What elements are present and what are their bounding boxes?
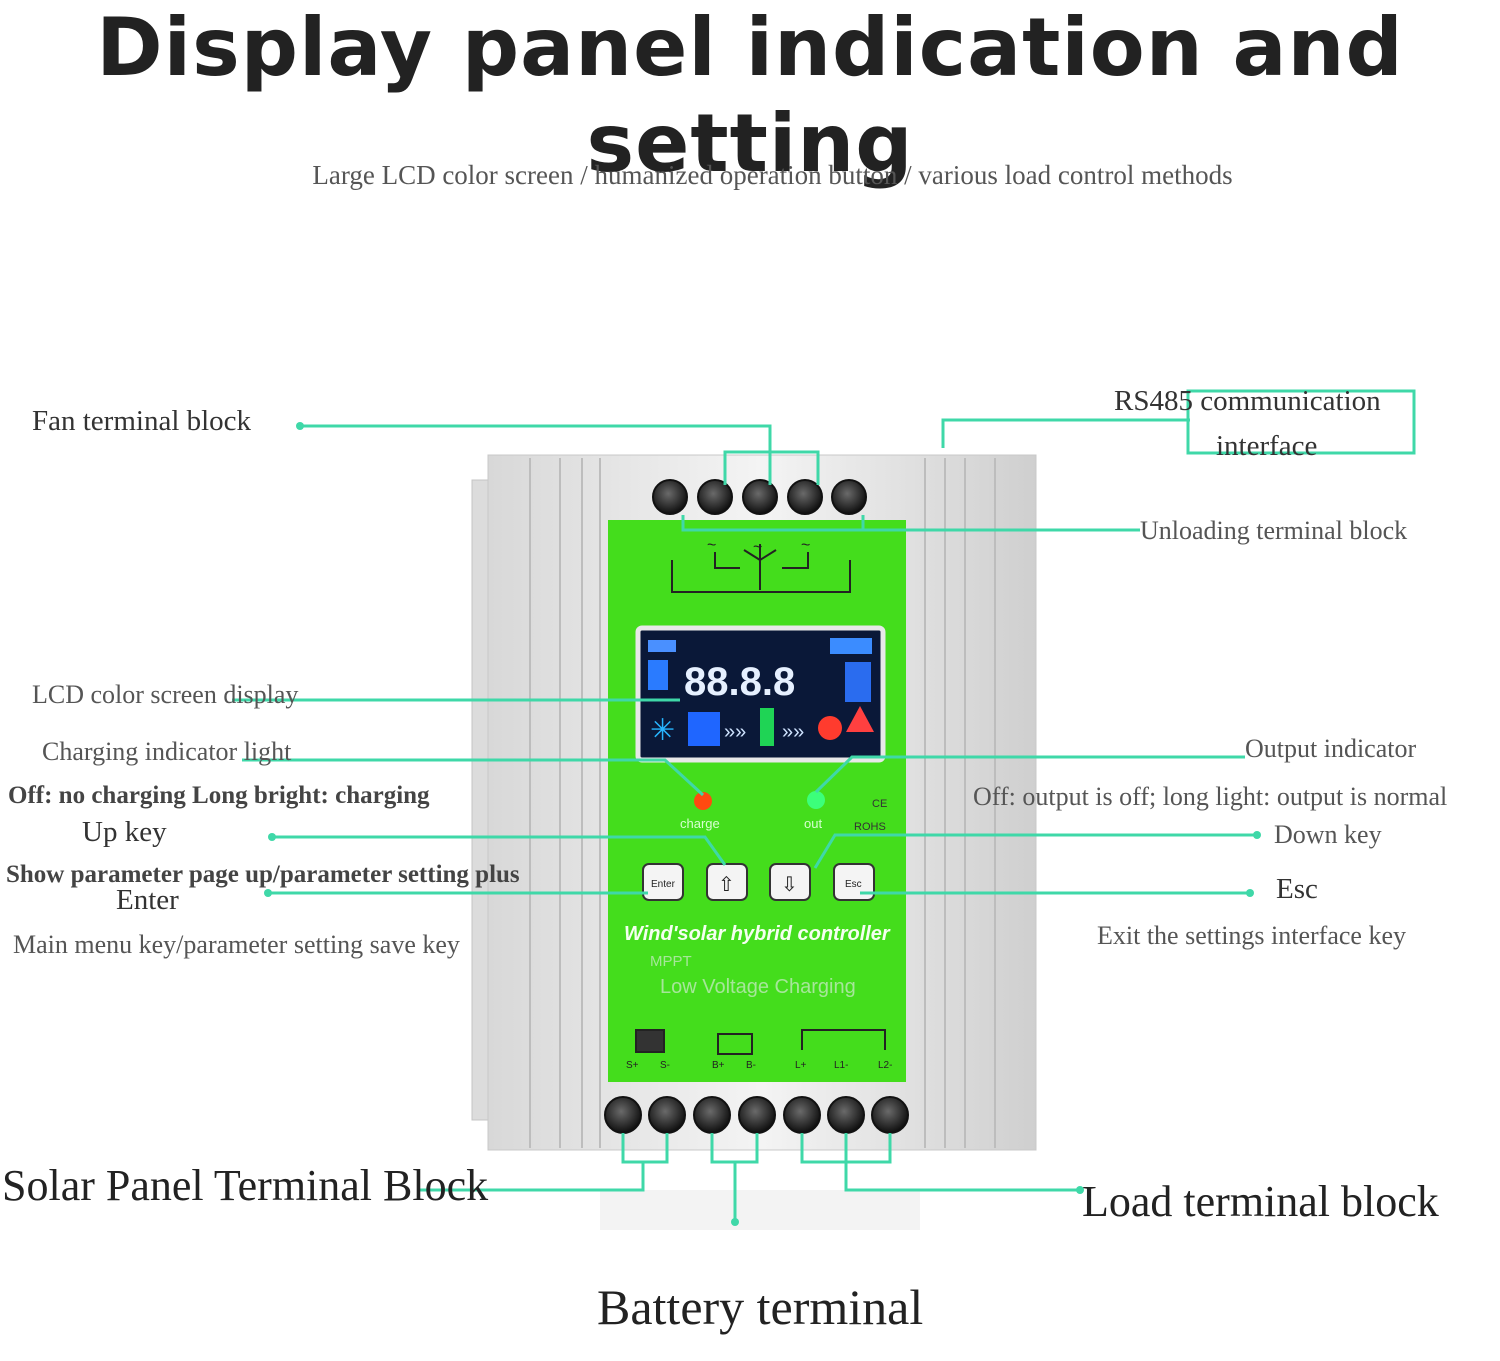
solar-terminal-label: Solar Panel Terminal Block [2,1161,489,1210]
leader-dots [264,422,1261,1226]
battery-terminal-label: Battery terminal [597,1279,924,1335]
rohs-mark: ROHS [854,821,886,833]
low-voltage-label: Low Voltage Charging [660,976,856,998]
fan-leader [300,424,772,485]
charging-indicator-label: Charging indicator light [42,737,292,766]
page-subtitle: Large LCD color screen / humanized opera… [312,160,1233,190]
warning-icon [846,706,874,732]
down-arrow-icon: ⇩ [781,874,798,896]
output-led-label: out [804,816,822,831]
wind-solar-schematic-icon: ~ ~ ~ [671,537,851,593]
esc-button[interactable]: Esc [833,863,875,901]
bottom-terminal [827,1096,865,1134]
rs485-label-line2: interface [1216,430,1318,462]
lcd-screen: 88.8.8 ✳ »» »» [635,625,886,763]
down-button[interactable]: ⇩ [769,863,811,901]
page-title: Display panel indication and setting [96,1,1404,190]
charge-led-label: charge [680,816,720,831]
mppt-label: MPPT [650,953,692,970]
solar-leader [420,1162,645,1192]
bottom-terminal [738,1096,776,1134]
charging-indicator-desc: Off: no charging Long bright: charging [8,782,430,809]
terminal-label: S+ [626,1060,639,1071]
enter-key-desc: Main menu key/parameter setting save key [13,930,460,959]
terminal-label: L+ [795,1060,807,1071]
flow-arrows-icon-2: »» [782,721,804,743]
bottom-terminals [604,1096,909,1134]
lcd-digits: 88.8.8 [684,660,795,704]
solar-bracket [621,1133,669,1164]
solar-terminal-icon [635,1029,665,1053]
unloading-terminal-label: Unloading terminal block [1140,516,1408,545]
top-terminal [787,479,823,515]
output-led [807,791,825,809]
bulb-icon [818,716,842,740]
charging-leader [242,758,705,797]
rs485-leader [941,418,1190,448]
solar-panel-icon [688,712,720,746]
terminal-label: L2- [878,1060,892,1071]
bottom-terminal [604,1096,642,1134]
down-key-label: Down key [1274,820,1382,849]
load-leader [844,1133,1080,1192]
svg-text:~: ~ [801,537,810,554]
bottom-terminal [693,1096,731,1134]
ce-mark: CE [872,798,887,810]
esc-key-label: Esc [1276,873,1318,905]
top-terminals [652,479,867,515]
up-key-label: Up key [82,816,167,848]
up-arrow-icon: ⇧ [718,874,735,896]
charge-led [694,792,712,810]
terminal-label: L1- [834,1060,848,1071]
output-indicator-desc: Off: output is off; long light: output i… [973,782,1448,811]
svg-text:~: ~ [753,539,762,556]
fan-bracket [723,450,820,485]
battery-icon [760,708,774,746]
terminal-label: S- [660,1060,670,1071]
top-terminal [652,479,688,515]
esc-key-desc: Exit the settings interface key [1097,921,1407,950]
enter-button[interactable]: Enter [642,863,684,901]
up-leader [272,835,727,866]
load-terminal-icon [801,1029,886,1050]
reflection [600,1190,920,1230]
wind-icon: ✳ [650,714,675,747]
top-terminal [697,479,733,515]
battery-terminal-icon [717,1033,753,1055]
controller-name: Wind'solar hybrid controller [624,923,891,945]
terminal-label: B- [746,1060,756,1071]
esc-button-label: Esc [845,879,862,890]
fan-terminal-label: Fan terminal block [32,405,252,437]
flow-arrows-icon: »» [724,721,746,743]
enter-button-label: Enter [651,879,676,890]
lcd-display-label: LCD color screen display [32,680,299,709]
bottom-terminal [783,1096,821,1134]
rs485-label: RS485 communication [1114,385,1381,417]
down-leader [813,833,1257,869]
terminal-labels: S+ S- B+ B- L+ L1- L2- [626,1060,892,1071]
up-button[interactable]: ⇧ [706,863,748,901]
up-key-desc: Show parameter page up/parameter setting… [6,861,520,888]
enter-key-label: Enter [116,884,179,916]
front-panel [608,520,906,1082]
rs485-box [1186,389,1416,455]
output-indicator-label: Output indicator [1245,734,1417,763]
top-terminal [831,479,867,515]
svg-text:~: ~ [707,537,716,554]
load-terminal-label: Load terminal block [1082,1177,1439,1226]
leader-lines [232,389,1416,1222]
bottom-terminal [871,1096,909,1134]
output-leader [814,755,1245,794]
bottom-terminal [648,1096,686,1134]
unloading-leader [681,515,1140,532]
top-terminal [742,479,778,515]
terminal-label: B+ [712,1060,725,1071]
